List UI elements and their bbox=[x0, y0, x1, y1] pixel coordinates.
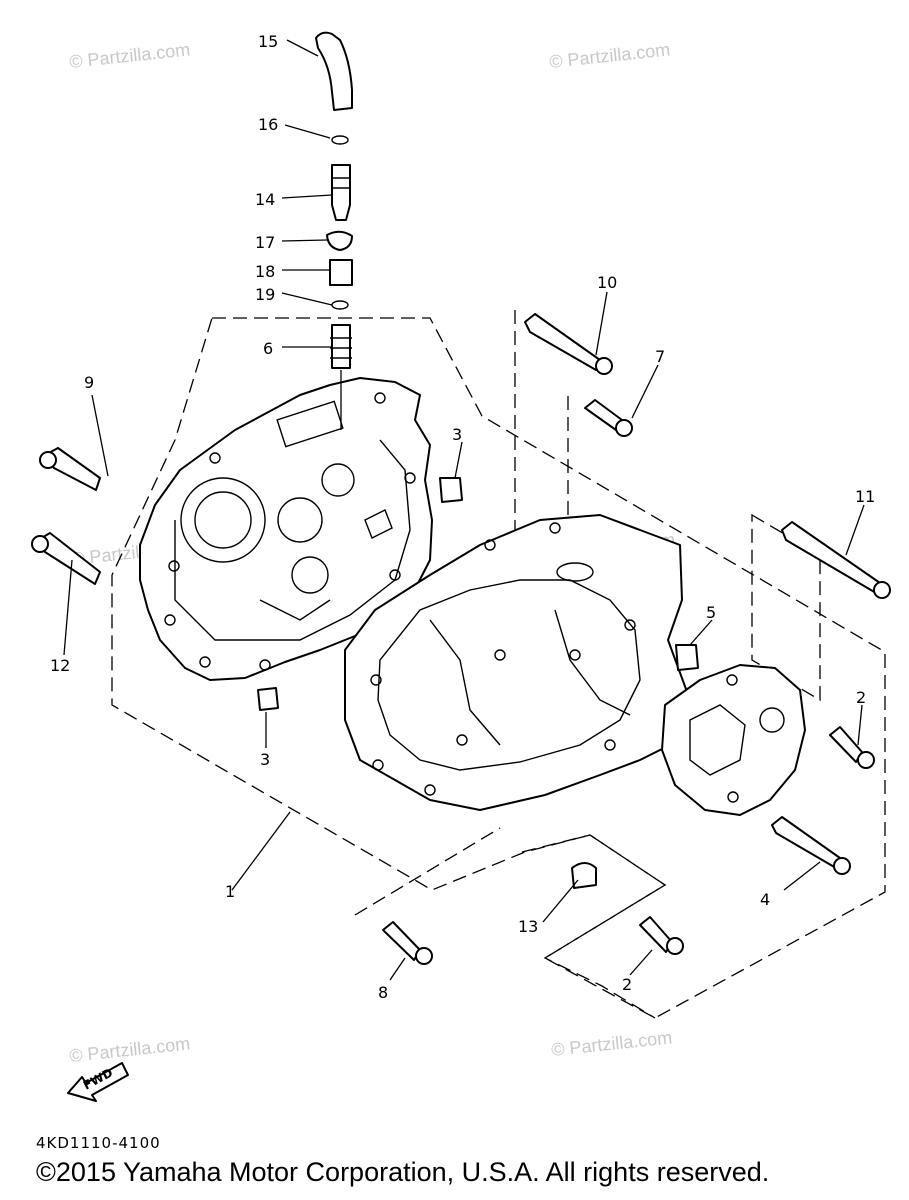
callout-10: 10 bbox=[597, 273, 617, 292]
callout-8: 8 bbox=[378, 983, 388, 1002]
callout-17: 17 bbox=[255, 233, 275, 252]
callouts: 15 16 14 17 18 19 6 9 3 12 3 10 7 11 5 2… bbox=[50, 32, 875, 1002]
callout-18: 18 bbox=[255, 262, 275, 281]
callout-4: 4 bbox=[760, 890, 770, 909]
callout-3-lower: 3 bbox=[260, 750, 270, 769]
callout-5: 5 bbox=[706, 603, 716, 622]
watermark: © Partzilla.com bbox=[68, 1033, 191, 1066]
callout-16: 16 bbox=[258, 115, 278, 134]
callout-9: 9 bbox=[84, 373, 94, 392]
callout-19: 19 bbox=[255, 285, 275, 304]
callout-12: 12 bbox=[50, 656, 70, 675]
callout-2: 2 bbox=[856, 688, 866, 707]
left-crankcase-half bbox=[139, 377, 433, 681]
copyright-notice: ©2015 Yamaha Motor Corporation, U.S.A. A… bbox=[36, 1157, 770, 1187]
callout-3: 3 bbox=[452, 425, 462, 444]
figure-code: 4KD1110-4100 bbox=[36, 1134, 161, 1152]
watermark: © Partzilla.com bbox=[548, 39, 671, 72]
fwd-arrow-icon: FWD bbox=[67, 1062, 129, 1102]
watermark: © Partzilla.com bbox=[68, 39, 191, 72]
callout-11: 11 bbox=[855, 487, 875, 506]
fasteners bbox=[31, 313, 891, 965]
callout-14: 14 bbox=[255, 190, 275, 209]
leader-lines bbox=[63, 39, 865, 981]
callout-13: 13 bbox=[518, 917, 538, 936]
callout-7: 7 bbox=[655, 347, 665, 366]
callout-2-lower: 2 bbox=[622, 975, 632, 994]
callout-1: 1 bbox=[225, 882, 235, 901]
watermark: © Partzilla.com bbox=[550, 1027, 673, 1060]
breather-assembly bbox=[315, 31, 353, 430]
callout-6: 6 bbox=[263, 339, 273, 358]
crankcase-cover bbox=[661, 664, 806, 816]
callout-15: 15 bbox=[258, 32, 278, 51]
